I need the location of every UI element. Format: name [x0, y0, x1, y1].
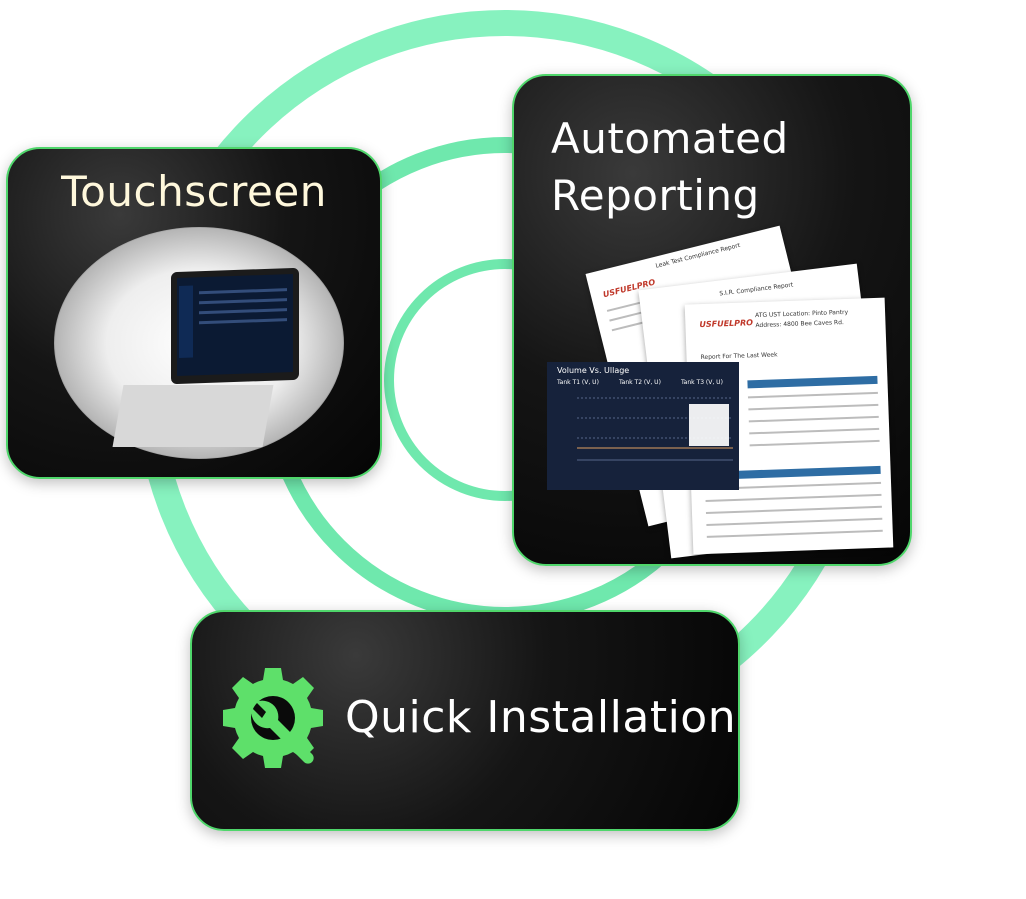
chart-plot: [577, 397, 733, 461]
chart-title: Volume Vs. Ullage: [557, 366, 630, 375]
touchscreen-card: Touchscreen: [6, 147, 382, 479]
installation-title: Quick Installation: [345, 692, 737, 743]
touchscreen-device: [171, 267, 299, 385]
quick-installation-card: Quick Installation: [190, 610, 740, 831]
reporting-title: Automated Reporting: [551, 110, 789, 224]
legend-tank-t1: Tank T1 (V, U): [557, 379, 599, 386]
reporting-title-line2: Reporting: [551, 171, 760, 220]
automated-reporting-card: Automated Reporting USFUELPRO Leak Test …: [512, 74, 912, 566]
volume-ullage-chart: Volume Vs. Ullage Tank T1 (V, U) Tank T2…: [547, 362, 739, 490]
touchscreen-title: Touchscreen: [61, 167, 327, 216]
gear-wrench-icon: [223, 668, 323, 768]
legend-tank-t2: Tank T2 (V, U): [619, 379, 661, 386]
photo-shelf: [112, 385, 274, 447]
reporting-title-line1: Automated: [551, 114, 789, 163]
legend-tank-t3: Tank T3 (V, U): [681, 379, 723, 386]
